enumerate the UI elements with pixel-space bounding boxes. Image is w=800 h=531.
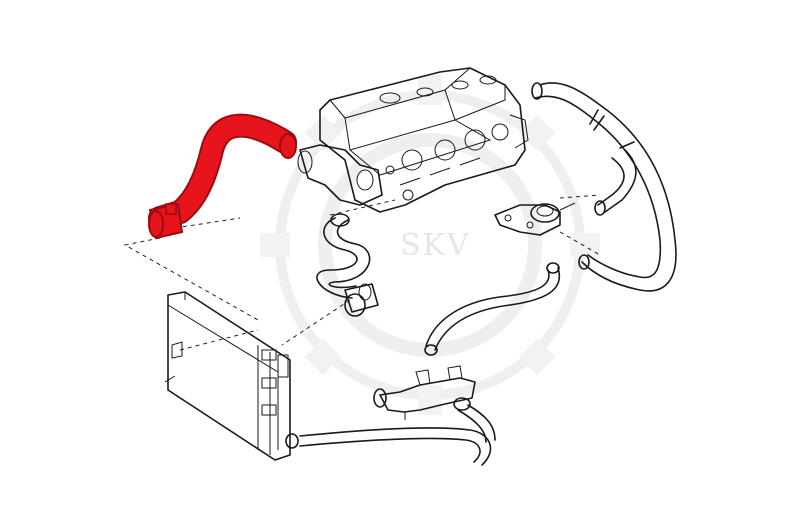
heater-return-hose bbox=[424, 262, 561, 356]
radiator bbox=[164, 291, 291, 461]
lower-coolant-hose bbox=[285, 404, 496, 466]
heater-hose-upper bbox=[531, 82, 677, 292]
expansion-tank-bracket bbox=[494, 202, 576, 236]
coolant-pipe-manifold bbox=[373, 365, 476, 420]
upper-radiator-hose bbox=[148, 113, 297, 240]
engine-cylinder-head bbox=[319, 67, 529, 213]
thermostat-housing bbox=[297, 144, 383, 206]
bleed-hose bbox=[594, 141, 637, 216]
watermark-text: SKV bbox=[400, 228, 471, 263]
lower-curved-hose bbox=[316, 213, 379, 317]
leader-lines bbox=[123, 194, 601, 351]
